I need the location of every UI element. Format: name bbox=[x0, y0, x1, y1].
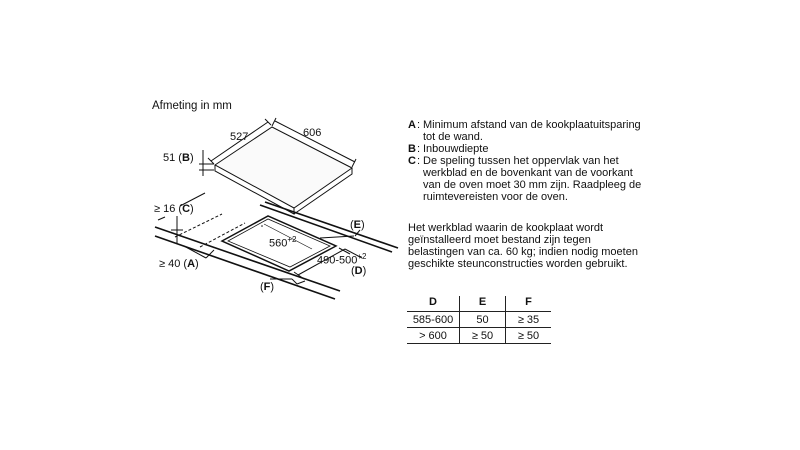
dimension-table: D E F 585-600 50 ≥ 35 > 600 ≥ 50 ≥ 50 bbox=[407, 296, 551, 344]
table-cell: ≥ 50 bbox=[505, 327, 551, 344]
dim-cut-width-tol: +2 bbox=[287, 235, 297, 244]
table-header-f: F bbox=[505, 296, 551, 312]
legend-text: De speling tussen het oppervlak van het … bbox=[423, 155, 642, 203]
dim-d-key: D bbox=[354, 265, 363, 277]
dim-label-a: ≥ 40 (A) bbox=[159, 258, 199, 270]
table-header-d: D bbox=[407, 296, 460, 312]
dim-label-cut-depth: 490-500+2 bbox=[317, 250, 367, 268]
dim-width-value: 606 bbox=[303, 127, 322, 139]
table-header-row: D E F bbox=[407, 296, 551, 312]
dim-label-cut-width: 560+2 bbox=[269, 233, 296, 251]
table-row: > 600 ≥ 50 ≥ 50 bbox=[407, 327, 551, 344]
legend-item-a: A: Minimum afstand van de kookplaatuitsp… bbox=[408, 119, 648, 143]
dim-cut-width-value: 560 bbox=[269, 237, 288, 250]
legend: A: Minimum afstand van de kookplaatuitsp… bbox=[408, 119, 648, 203]
legend-key: C bbox=[408, 155, 416, 167]
legend-colon: : bbox=[417, 155, 421, 167]
dim-f-key: F bbox=[263, 281, 271, 293]
load-note: Het werkblad waarin de kookplaat wordt g… bbox=[408, 222, 638, 270]
dim-cut-depth-tol: +2 bbox=[357, 252, 367, 261]
dim-label-f: (F) bbox=[260, 281, 275, 293]
dim-label-height: 51 (B) bbox=[163, 152, 194, 164]
legend-colon: : bbox=[417, 119, 421, 131]
table-row: 585-600 50 ≥ 35 bbox=[407, 311, 551, 328]
legend-item-b: B: Inbouwdiepte bbox=[408, 143, 648, 155]
hob-side-edge bbox=[293, 168, 353, 215]
cutout-outline bbox=[220, 215, 338, 272]
dim-a-value: ≥ 40 bbox=[159, 258, 181, 270]
page-title: Afmeting in mm bbox=[152, 100, 232, 112]
hob-front-edge bbox=[214, 165, 295, 215]
table-cell: > 600 bbox=[407, 327, 460, 344]
table-cell: 585-600 bbox=[407, 311, 460, 328]
dim-label-e: (E) bbox=[350, 219, 365, 231]
countertop-back-edge bbox=[157, 216, 166, 221]
table-header-e: E bbox=[459, 296, 506, 312]
dim-height-key: B bbox=[181, 152, 190, 164]
legend-text: Inbouwdiepte bbox=[423, 143, 489, 155]
countertop-front-top bbox=[154, 226, 341, 292]
dim-e-key: E bbox=[353, 219, 362, 231]
dim-cut-depth-value: 490-500 bbox=[317, 254, 358, 267]
table-cell: ≥ 35 bbox=[505, 311, 551, 328]
dim-label-width: 606 bbox=[303, 127, 321, 140]
dim-label-d: (D) bbox=[351, 265, 367, 277]
dim-depth-value: 527 bbox=[230, 131, 249, 143]
table-cell: ≥ 50 bbox=[459, 327, 506, 344]
legend-key: B bbox=[408, 143, 416, 155]
legend-text: Minimum afstand van de kookplaatuitspari… bbox=[423, 119, 641, 143]
table-cell: 50 bbox=[459, 311, 506, 328]
dim-gap-top-value: ≥ 16 bbox=[154, 203, 176, 215]
dim-gap-top-key: C bbox=[182, 203, 191, 215]
legend-item-c: C: De speling tussen het oppervlak van h… bbox=[408, 155, 648, 203]
dim-a-key: A bbox=[187, 258, 196, 270]
dim-label-depth: 527 bbox=[230, 131, 248, 144]
dim-height-value: 51 bbox=[163, 152, 176, 164]
dim-label-gap-top: ≥ 16 (C) bbox=[154, 203, 194, 215]
legend-colon: : bbox=[417, 143, 421, 155]
legend-key: A bbox=[408, 119, 416, 131]
